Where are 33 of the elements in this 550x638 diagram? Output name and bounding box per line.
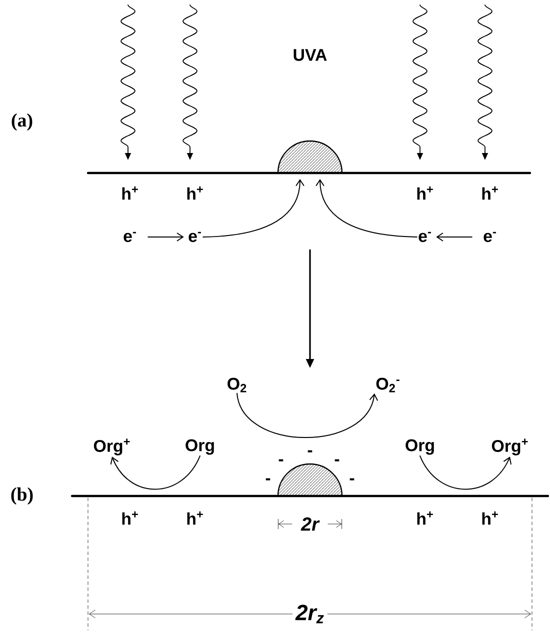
arrow: [420, 455, 512, 490]
charge-sign: -: [308, 450, 312, 452]
species-label: h$^{+}$: [122, 186, 138, 200]
species-label: h$^{+}$: [417, 186, 433, 200]
species-label: e$^{-}$: [484, 232, 496, 242]
dimension-label: 2r: [300, 517, 320, 531]
arrow: [236, 392, 378, 438]
species-label: O$_{2}$: [228, 378, 246, 392]
arrow: [202, 179, 304, 238]
arrow: [148, 232, 184, 242]
panel-label: (a): [12, 113, 32, 131]
dimension-label: 2r$_{z}$: [292, 602, 328, 626]
arrow: [436, 232, 472, 242]
species-label: h$^{+}$: [187, 186, 203, 200]
species-label: h$^{+}$: [482, 511, 498, 525]
species-label: e$^{-}$: [124, 232, 136, 242]
species-label: O$_{2}$-: [376, 378, 400, 392]
light-label: UVA: [294, 49, 327, 61]
species-label: Org$^{+}$: [94, 438, 130, 456]
species-label: e$^{-}$: [418, 232, 431, 242]
panel-label: (b): [11, 487, 33, 505]
arrow: [110, 455, 200, 490]
particle-drawing: [277, 140, 343, 174]
particle-drawing: [277, 463, 343, 497]
species-label: Org: [186, 439, 214, 455]
species-label: h$^{+}$: [417, 511, 433, 525]
arrow: [316, 179, 418, 238]
species-label: Org: [406, 439, 434, 455]
species-label: Org$^{+}$: [492, 438, 528, 456]
species-label: h$^{+}$: [122, 511, 138, 525]
species-label: e$^{-}$: [188, 232, 201, 242]
species-label: h$^{+}$: [187, 511, 203, 525]
species-label: h$^{+}$: [482, 186, 498, 200]
